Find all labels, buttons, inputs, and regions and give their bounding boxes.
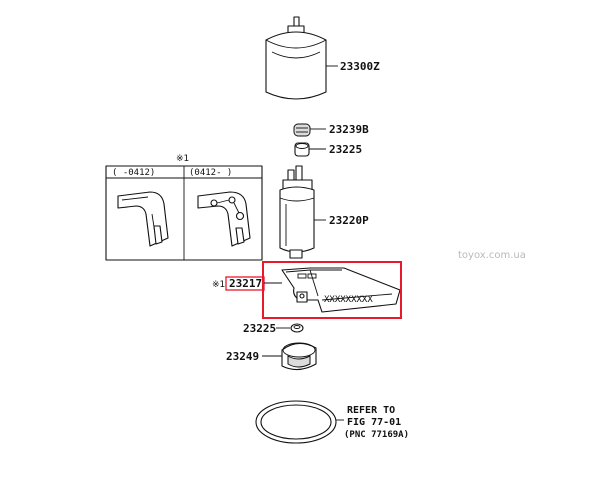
part-number-23225-lower: 23225: [243, 322, 276, 335]
part-number-23249: 23249: [226, 350, 259, 363]
bracket-hatch-marks: XXXXXXXXX: [324, 295, 373, 305]
part-number-23217: 23217: [229, 277, 262, 290]
cushion-23225-lower[interactable]: [290, 323, 304, 333]
part-number-23300z: 23300Z: [340, 60, 380, 73]
seal-23239b[interactable]: [293, 123, 311, 137]
bracket-23217[interactable]: XXXXXXXXX: [281, 267, 401, 313]
refer-line-1: REFER TO: [347, 405, 395, 416]
cushion-23225-upper[interactable]: [294, 142, 310, 157]
bracket-variant-early: [117, 191, 169, 247]
inset-note-mark: ※1: [176, 154, 189, 164]
part-number-highlight-frame: [225, 276, 265, 291]
filter-cap-23249[interactable]: [281, 342, 317, 371]
bracket-note-mark: ※1: [212, 280, 225, 290]
inset-header-after-0412: (0412- ): [189, 168, 232, 178]
refer-line-2: FIG 77-01: [347, 417, 401, 428]
bracket-variant-late: [197, 191, 251, 247]
fuel-filter-23300z[interactable]: [265, 16, 327, 100]
part-number-23220p: 23220P: [329, 214, 369, 227]
inset-header-before-0412: ( -0412): [112, 168, 155, 178]
fuel-pump-23220p[interactable]: [279, 165, 315, 259]
part-number-23225-upper: 23225: [329, 143, 362, 156]
gasket-ring[interactable]: [255, 400, 337, 444]
refer-line-3: (PNC 77169A): [344, 430, 409, 440]
part-number-23239b: 23239B: [329, 123, 369, 136]
watermark: toyox.com.ua: [458, 250, 526, 261]
